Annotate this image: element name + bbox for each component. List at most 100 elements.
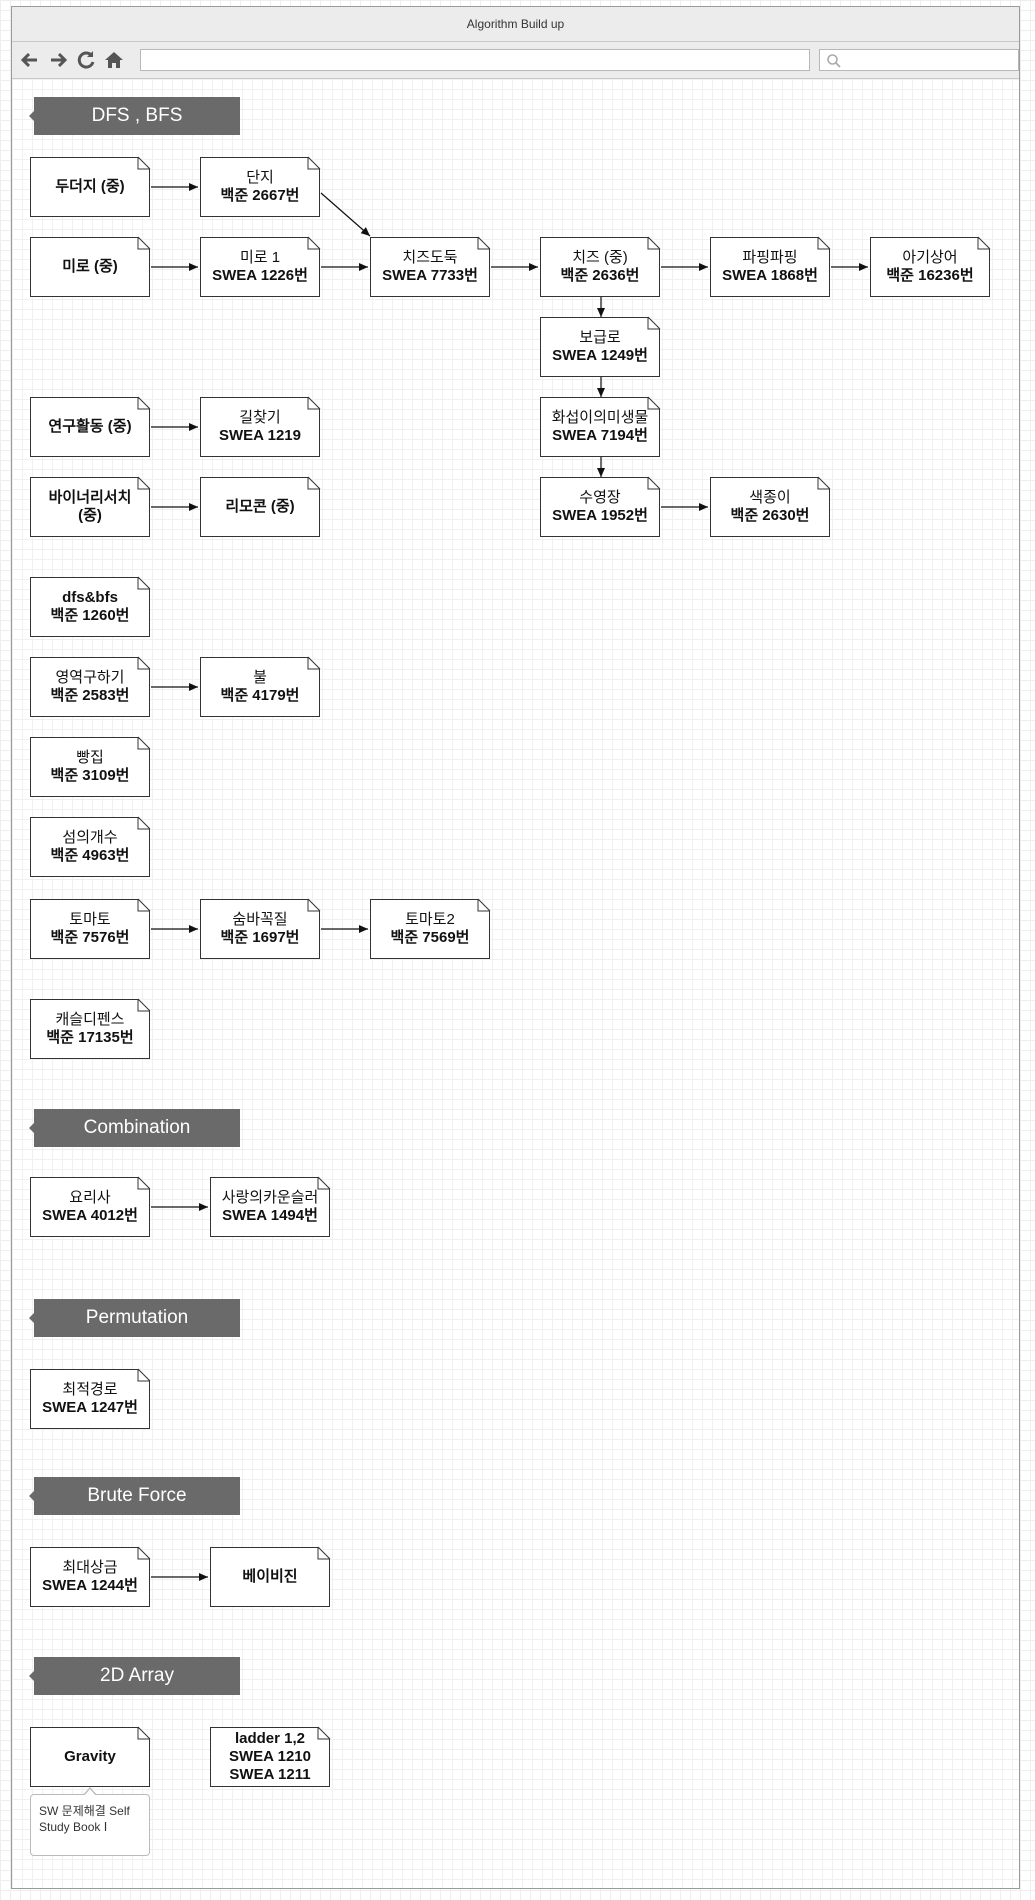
node-sublabel: 백준 1260번: [50, 607, 130, 624]
node-gravity[interactable]: Gravity: [30, 1727, 150, 1787]
browser-toolbar: [12, 42, 1019, 79]
back-arrow-icon[interactable]: [18, 48, 42, 72]
node-sublabel: SWEA 1244번: [42, 1577, 138, 1594]
node-sublabel: SWEA 1494번: [222, 1207, 318, 1224]
node-label: 사랑의카운슬러: [221, 1189, 319, 1206]
node-sublabel: SWEA 1952번: [552, 507, 648, 524]
section-header-combination: Combination: [29, 1109, 240, 1147]
node-research[interactable]: 연구활동 (중): [30, 397, 150, 457]
search-input[interactable]: [819, 49, 1019, 71]
node-sublabel: 백준 2630번: [730, 507, 810, 524]
node-cheese[interactable]: 치즈 (중)백준 2636번: [540, 237, 660, 297]
section-title: Brute Force: [87, 1485, 187, 1506]
node-label: 토마토2: [405, 911, 455, 928]
node-sublabel: 백준 16236번: [886, 267, 974, 284]
search-icon: [827, 54, 841, 68]
section-header-2d-array: 2D Array: [29, 1657, 240, 1695]
node-label: 연구활동 (중): [48, 418, 132, 435]
node-label: 미로 1: [239, 249, 281, 266]
node-label: 두더지 (중): [55, 178, 125, 195]
node-sublabel: 백준 4963번: [50, 847, 130, 864]
node-label: 섬의개수: [62, 829, 118, 846]
node-label: ladder 1,2: [234, 1730, 306, 1747]
node-sublabel: SWEA 7733번: [382, 267, 478, 284]
node-sublabel: SWEA 1211: [229, 1766, 311, 1783]
section-title: Permutation: [85, 1307, 189, 1328]
node-label: 화섭이의미생물: [551, 409, 649, 426]
node-label: 수영장: [579, 489, 621, 506]
node-binary-search[interactable]: 바이너리서치(중): [30, 477, 150, 537]
node-sublabel: SWEA 1249번: [552, 347, 648, 364]
node-label: 미로 (중): [62, 258, 118, 275]
node-label: 단지: [246, 169, 274, 186]
node-label: 베이비진: [242, 1568, 298, 1585]
window-titlebar: Algorithm Build up: [12, 7, 1019, 42]
home-icon[interactable]: [102, 48, 126, 72]
node-sublabel: 백준 7569번: [390, 929, 470, 946]
node-sublabel: SWEA 1219: [219, 427, 301, 444]
node-sublabel: 백준 7576번: [50, 929, 130, 946]
forward-arrow-icon[interactable]: [46, 48, 70, 72]
node-label: 색종이: [749, 489, 791, 506]
window-title: Algorithm Build up: [466, 17, 565, 31]
url-input[interactable]: [140, 49, 810, 71]
node-label: 바이너리서치: [48, 489, 132, 506]
node-sublabel: 백준 17135번: [46, 1029, 134, 1046]
node-label: 빵집: [76, 749, 104, 766]
node-label: 최대상금: [62, 1559, 118, 1576]
node-remocon[interactable]: 리모콘 (중): [200, 477, 320, 537]
node-sublabel: SWEA 1247번: [42, 1399, 138, 1416]
node-label: 불: [253, 669, 267, 686]
section-title: 2D Array: [100, 1665, 174, 1686]
node-sublabel: 백준 2583번: [50, 687, 130, 704]
node-label: 보급로: [579, 329, 621, 346]
node-label: 치즈 (중): [572, 249, 628, 266]
node-sublabel: SWEA 1868번: [722, 267, 818, 284]
node-label: Gravity: [64, 1748, 116, 1765]
node-sublabel: 백준 3109번: [50, 767, 130, 784]
node-label: 숨바꼭질: [232, 911, 288, 928]
node-label: 토마토: [69, 911, 111, 928]
note-text: SW 문제해결 Self Study Book Ⅰ: [39, 1804, 130, 1834]
diagram-canvas: [12, 79, 1019, 1888]
browser-window: Algorithm Build up: [11, 6, 1020, 1889]
node-babygin[interactable]: 베이비진: [210, 1547, 330, 1607]
reload-icon[interactable]: [74, 48, 98, 72]
callout-note: SW 문제해결 Self Study Book Ⅰ: [30, 1787, 150, 1856]
node-miro[interactable]: 미로 (중): [30, 237, 150, 297]
node-dudeoji[interactable]: 두더지 (중): [30, 157, 150, 217]
section-title: Combination: [83, 1117, 191, 1138]
node-sublabel: SWEA 4012번: [42, 1207, 138, 1224]
section-title: DFS , BFS: [91, 105, 183, 126]
section-header-permutation: Permutation: [29, 1299, 240, 1337]
node-label: 아기상어: [902, 249, 958, 266]
node-sublabel: SWEA 7194번: [552, 427, 648, 444]
node-sublabel: SWEA 1210: [229, 1748, 311, 1765]
node-label: 파핑파핑: [742, 249, 798, 266]
node-sublabel: SWEA 1226번: [212, 267, 308, 284]
